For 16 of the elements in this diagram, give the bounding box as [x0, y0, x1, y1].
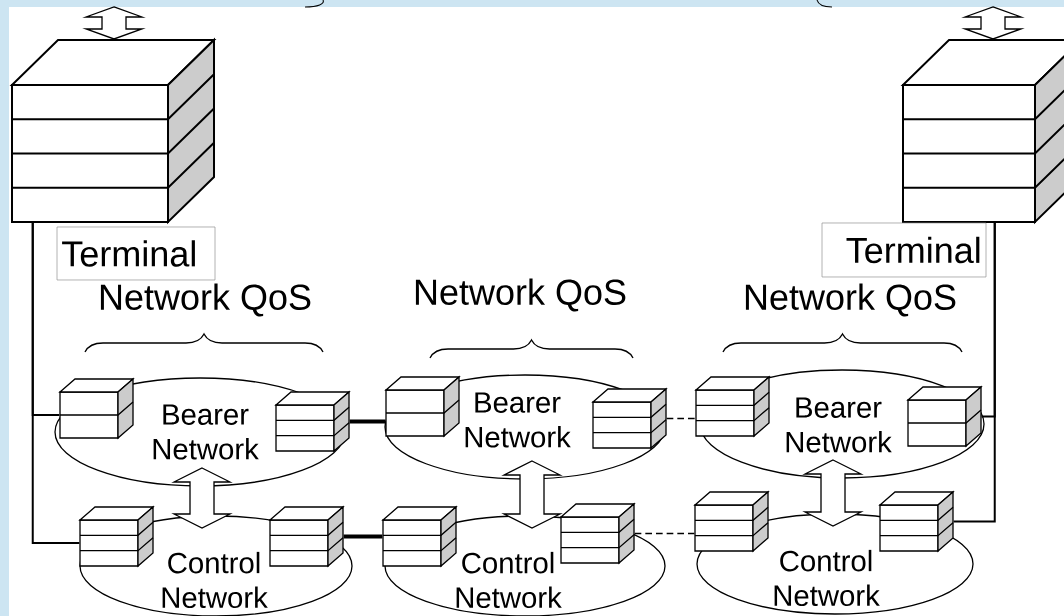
connector-line [633, 532, 696, 535]
double-arrow [961, 6, 1025, 40]
terminal-label: Terminal [56, 226, 216, 281]
double-arrow [171, 467, 233, 529]
connector-line [31, 221, 81, 544]
terminal-label: Terminal [821, 222, 987, 278]
connector-line [343, 534, 383, 539]
double-arrow [802, 459, 864, 527]
qos-label: Network QoS [100, 283, 311, 317]
qos-label: Network QoS [415, 278, 626, 312]
connector-line [952, 221, 996, 523]
qos-label: Network QoS [745, 283, 956, 317]
double-arrow [82, 6, 146, 40]
connector-line [349, 419, 386, 424]
double-arrow [501, 460, 563, 529]
connector-line [665, 417, 697, 420]
